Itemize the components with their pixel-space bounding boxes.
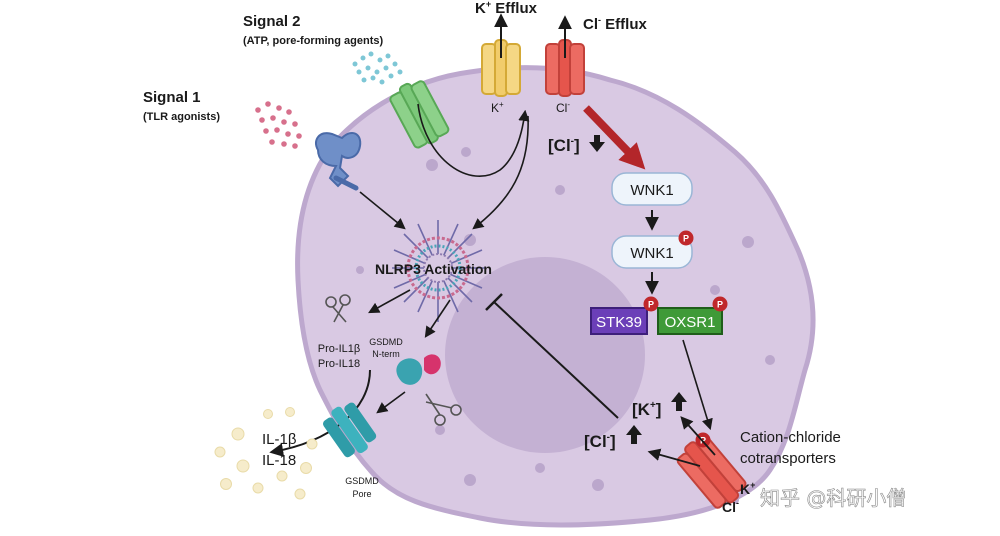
gsdmd-pore-label-1: GSDMD [345, 476, 379, 486]
wnk1-label: WNK1 [630, 182, 673, 199]
nucleus [445, 257, 645, 453]
wnk1-phospho-label: WNK1 [630, 245, 673, 262]
k-concentration-up-label: [K+] [632, 400, 661, 419]
phospho-icon [712, 296, 728, 312]
watermark-text: 知乎 @科研小僧 [760, 486, 906, 510]
efflux-to-nlrp3-arrow [472, 115, 529, 230]
wnk1-box [611, 172, 693, 206]
il18-label: IL-18 [262, 452, 296, 469]
il1b-label: IL-1β [262, 431, 297, 448]
gsdmd-nterm-label-2: N-term [372, 349, 400, 359]
signal2-particles [352, 51, 403, 85]
signal2-title: Signal 2 [243, 13, 301, 30]
signal1-particles [255, 101, 302, 149]
inhibition-line [493, 301, 619, 419]
cytokine-particles [214, 407, 318, 500]
k-channel-ion-label: K+ [491, 100, 504, 115]
phospho-icon [678, 230, 694, 246]
signal1-title: Signal 1 [143, 89, 201, 106]
oxsr1-label: OXSR1 [665, 314, 716, 331]
stk39-box [590, 307, 648, 335]
nlrp3-activation-label: NLRP3 Activation [375, 261, 492, 277]
down-arrow-icon [589, 135, 605, 152]
signal2-subtitle: (ATP, pore-forming agents) [243, 35, 383, 47]
pro-il1b-label: Pro-IL1β [318, 343, 360, 355]
phospho-label: P [683, 234, 689, 244]
oxsr1-box [657, 307, 723, 335]
phospho-label: P [648, 300, 654, 310]
gsdmd-pore-icon [322, 402, 377, 458]
gsdmd-protein-icon [396, 354, 441, 385]
k-influx-arrow [680, 416, 716, 456]
scissors-icon [425, 393, 462, 426]
nlrp3-to-proil-arrow [368, 289, 411, 314]
signal2-to-k-arrow [417, 103, 530, 177]
signal1-to-nlrp3-arrow [359, 191, 406, 230]
nlrp3-to-gsdmd-arrow [424, 299, 451, 338]
signal1-subtitle: (TLR agonists) [143, 111, 220, 123]
gsdmd-nterm-label-1: GSDMD [369, 337, 403, 347]
cl-channel-ion-label: Cl- [556, 100, 570, 115]
cotransporter-label-line1: Cation-chloride [740, 429, 841, 446]
up-arrow-icon [626, 425, 642, 444]
cl-efflux-label: Cl- Efflux [583, 15, 647, 33]
wnk1-phospho-box [611, 235, 693, 269]
k-efflux-label: K+ Efflux [475, 0, 538, 17]
k-channel-icon [481, 39, 521, 97]
pro-il18-label: Pro-IL18 [318, 358, 360, 370]
tlr-receptor-icon [314, 131, 362, 191]
cl-concentration-down-label: [Cl-] [548, 136, 580, 155]
red-pathway-arrow [583, 105, 646, 170]
stk39-label: STK39 [596, 314, 642, 331]
inhibition-bar [485, 293, 503, 311]
nterm-to-pore-arrow [376, 391, 406, 414]
phospho-label: P [717, 300, 723, 310]
cotransporter-k-label: K+ [740, 480, 755, 497]
nlrp3-inflammasome-icon [392, 220, 486, 322]
gsdmd-pore-label-2: Pore [352, 489, 371, 499]
cotransporter-icon [676, 435, 747, 509]
cotransporter-cl-label: Cl- [722, 498, 739, 515]
kinase-to-cotransporter-arrow [682, 339, 713, 431]
scissors-icon [325, 294, 351, 323]
phospho-icon [643, 296, 659, 312]
cl-influx-arrow [647, 448, 701, 467]
cl-concentration-up-label: [Cl-] [584, 432, 616, 451]
cotransporter-label-line2: cotransporters [740, 450, 836, 467]
up-arrow-icon [671, 392, 687, 411]
